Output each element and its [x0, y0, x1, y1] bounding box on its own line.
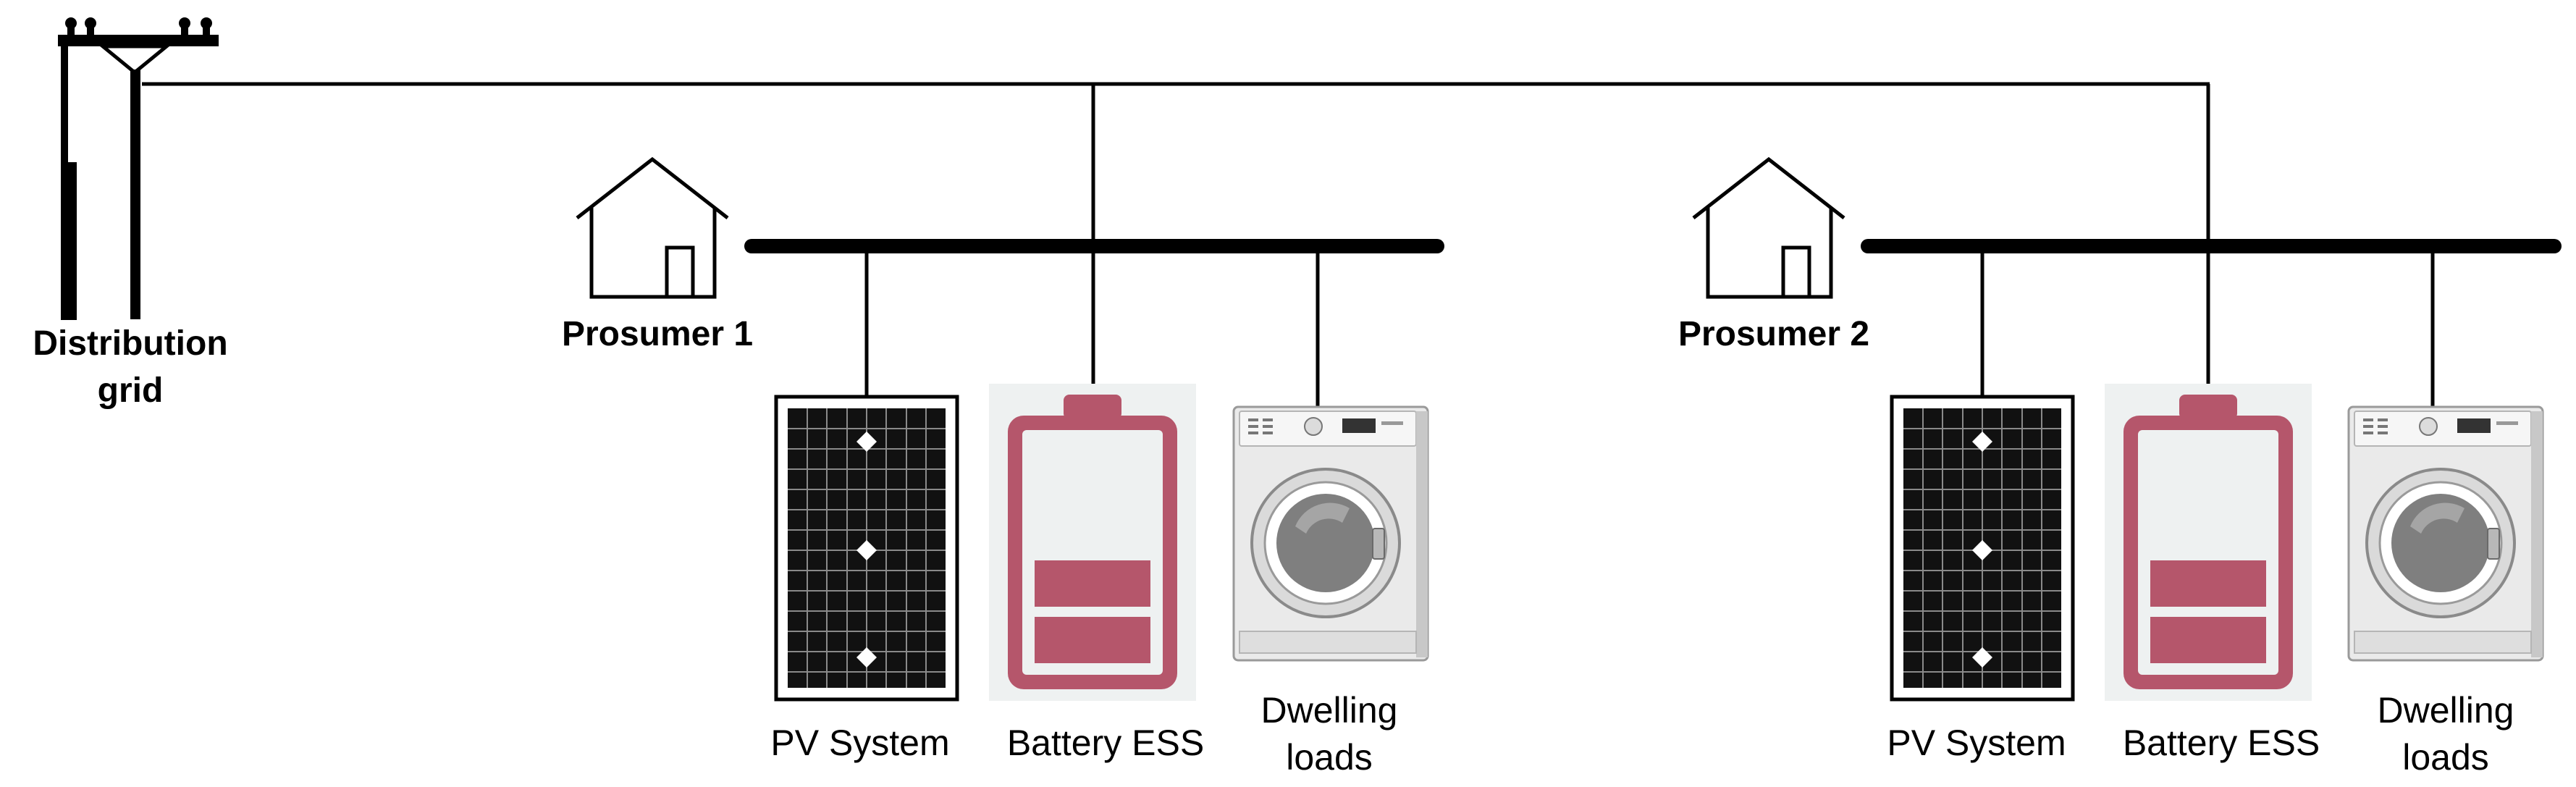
prosumer-name: Prosumer 1 [562, 315, 753, 353]
battery-label: Battery ESS [1007, 723, 1204, 763]
battery-label: Battery ESS [2123, 723, 2320, 763]
loads-label-line1: Dwelling [1261, 690, 1398, 731]
washing-machine-icon [1232, 405, 1429, 662]
prosumer-name: Prosumer 2 [1678, 315, 1869, 353]
loads-label-line2: loads [2402, 737, 2489, 778]
pv-label: PV System [770, 723, 949, 763]
utility-pole-icon [58, 17, 219, 320]
loads-label-line1: Dwelling [2378, 690, 2514, 731]
prosumer-2: Prosumer 2 PV System Battery ESS Dwellin… [1678, 84, 2562, 778]
house-icon [1693, 159, 1844, 297]
prosumer-1: Prosumer 1 PV System Battery ESS Dwellin… [562, 84, 1444, 778]
house-icon [577, 159, 728, 297]
pv-label: PV System [1887, 723, 2066, 763]
loads-label-line2: loads [1286, 737, 1373, 778]
grid-label-line2: grid [98, 371, 164, 410]
solar-panel-icon [776, 397, 957, 699]
grid-label-line1: Distribution [33, 324, 227, 363]
battery-icon [989, 384, 1196, 701]
solar-panel-icon [1892, 397, 2073, 699]
battery-icon [2105, 384, 2312, 701]
washing-machine-icon [2347, 405, 2544, 662]
